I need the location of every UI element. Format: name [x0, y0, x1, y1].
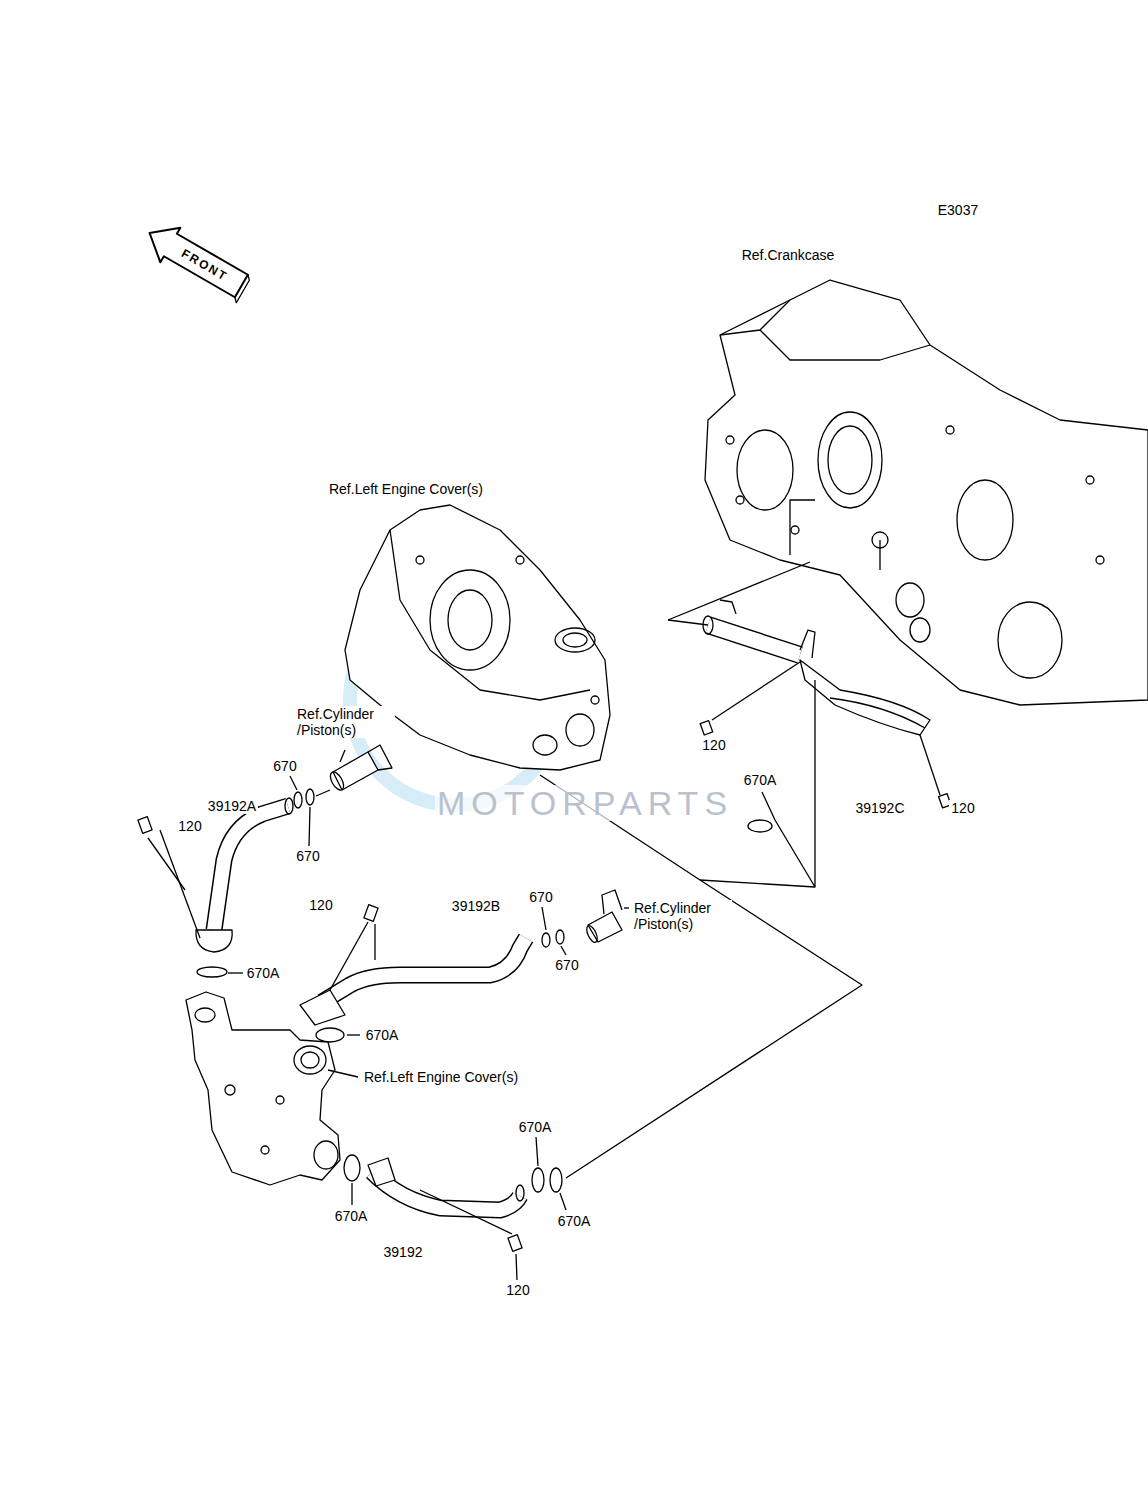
drawing-code: E3037 — [936, 202, 980, 218]
cylinder-fitting-right — [585, 890, 629, 944]
o-ring — [197, 967, 227, 977]
callout-number: 670A — [364, 1027, 401, 1043]
pipe-39192b — [300, 905, 566, 1042]
o-ring — [542, 933, 550, 947]
callout-number: 120 — [700, 737, 727, 753]
guide-lines — [540, 562, 862, 1178]
callout-number: 670A — [245, 965, 282, 981]
callout-number: 670 — [527, 889, 554, 905]
callout-number: 120 — [504, 1282, 531, 1298]
callout-number: 670A — [556, 1213, 593, 1229]
left-engine-cover-lower — [186, 992, 358, 1185]
watermark: MOTORPARTS — [435, 785, 735, 821]
pipe-39192a — [138, 798, 293, 977]
reference-label: Ref.Left Engine Cover(s) — [362, 1069, 520, 1085]
o-ring — [556, 930, 564, 944]
reference-label: Ref.Cylinder /Piston(s) — [295, 706, 395, 738]
callout-number: 670 — [553, 957, 580, 973]
callout-number: 670A — [333, 1208, 370, 1224]
callout-number: 120 — [949, 800, 976, 816]
o-ring — [550, 1168, 562, 1192]
cylinder-fitting-left — [328, 745, 392, 792]
reference-label: Ref.Cylinder /Piston(s) — [632, 900, 732, 932]
front-arrow — [140, 216, 255, 306]
callout-number: 670A — [517, 1119, 554, 1135]
o-ring — [294, 792, 302, 808]
callout-number: 670A — [742, 772, 779, 788]
pipe-39192 — [344, 1137, 566, 1280]
callout-number: 670 — [271, 758, 298, 774]
reference-label: Ref.Left Engine Cover(s) — [327, 481, 485, 497]
o-ring — [306, 789, 314, 805]
callout-number: 120 — [307, 897, 334, 913]
crankcase — [705, 280, 1148, 705]
callout-number: 120 — [176, 818, 203, 834]
part-number: 39192 — [382, 1244, 425, 1260]
part-number: 39192B — [450, 898, 502, 914]
part-number: 39192A — [206, 798, 258, 814]
o-ring — [316, 1028, 344, 1042]
callout-number: 670 — [294, 848, 321, 864]
part-number: 39192C — [853, 800, 906, 816]
reference-label: Ref.Crankcase — [740, 247, 837, 263]
pipe-39192c — [700, 600, 951, 808]
o-ring — [532, 1168, 544, 1192]
o-ring — [344, 1155, 360, 1181]
